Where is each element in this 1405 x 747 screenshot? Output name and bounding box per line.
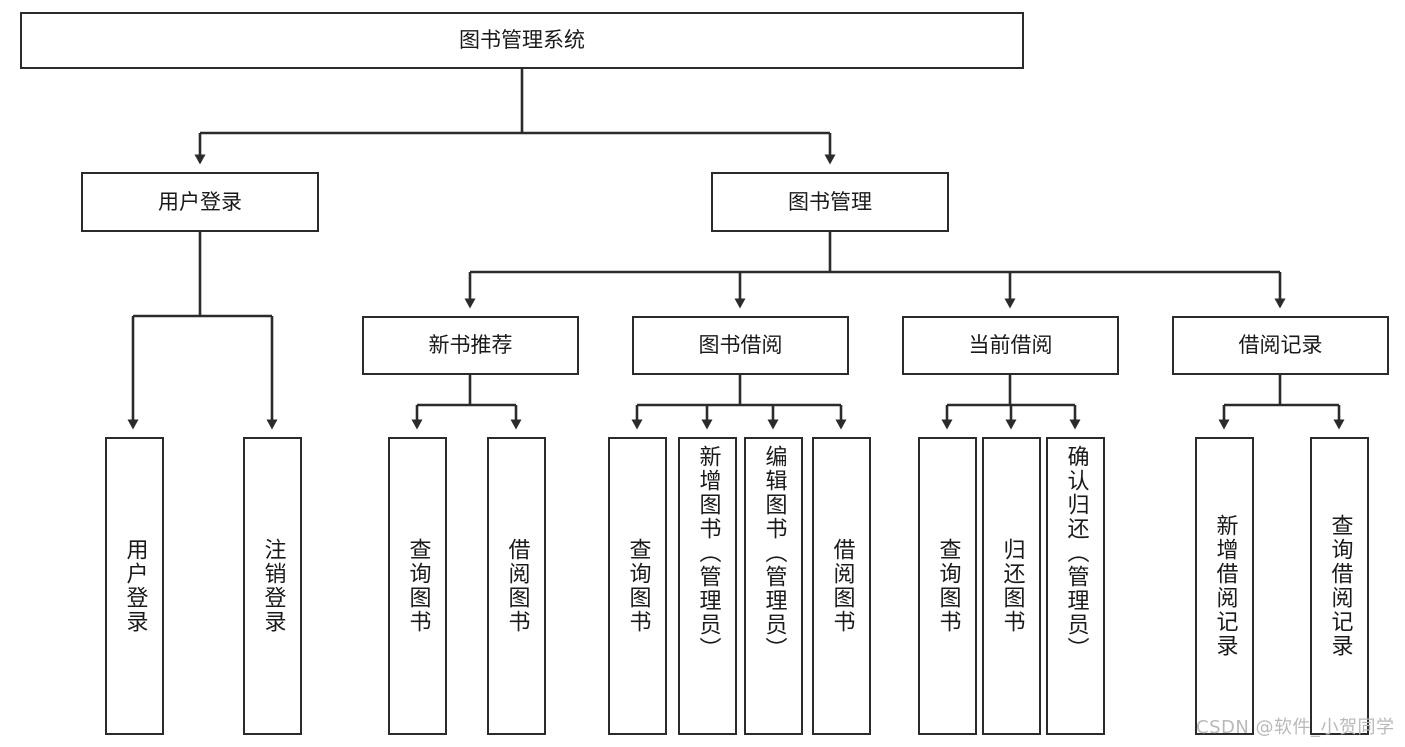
- node-leaf-user-login-label: 用户登录: [122, 538, 148, 634]
- node-leaf-query-book-cb-label: 查询图书: [935, 538, 961, 634]
- node-new-book-rec-label: 新书推荐: [428, 333, 513, 358]
- node-leaf-user-login[interactable]: 用户登录: [105, 437, 164, 735]
- node-leaf-return-book[interactable]: 归还图书: [982, 437, 1041, 735]
- node-new-book-rec[interactable]: 新书推荐: [362, 316, 579, 375]
- node-leaf-borrow-book-rec[interactable]: 借阅图书: [487, 437, 546, 735]
- node-leaf-add-book-label: 新增图书（管理员）: [695, 445, 721, 661]
- node-leaf-query-book-rec[interactable]: 查询图书: [388, 437, 447, 735]
- node-leaf-borrow-book-br-label: 借阅图书: [829, 538, 855, 634]
- node-leaf-add-record[interactable]: 新增借阅记录: [1195, 437, 1254, 735]
- node-book-manage-label: 图书管理: [788, 189, 872, 214]
- node-leaf-borrow-book-br[interactable]: 借阅图书: [812, 437, 871, 735]
- node-leaf-edit-book-label: 编辑图书（管理员）: [761, 445, 787, 661]
- node-leaf-query-record[interactable]: 查询借阅记录: [1310, 437, 1369, 735]
- node-book-borrow[interactable]: 图书借阅: [632, 316, 849, 375]
- node-current-borrow[interactable]: 当前借阅: [902, 316, 1119, 375]
- node-root-label: 图书管理系统: [459, 28, 585, 53]
- node-leaf-confirm-return[interactable]: 确认归还（管理员）: [1046, 437, 1105, 735]
- node-leaf-edit-book[interactable]: 编辑图书（管理员）: [744, 437, 803, 735]
- node-leaf-user-logout[interactable]: 注销登录: [243, 437, 302, 735]
- node-root[interactable]: 图书管理系统: [20, 12, 1024, 69]
- node-leaf-query-book-rec-label: 查询图书: [405, 538, 431, 634]
- node-user-login[interactable]: 用户登录: [81, 172, 319, 232]
- node-leaf-confirm-return-label: 确认归还（管理员）: [1063, 445, 1089, 661]
- node-borrow-record[interactable]: 借阅记录: [1172, 316, 1389, 375]
- watermark-text: CSDN @软件_小贺同学: [1196, 717, 1395, 738]
- node-leaf-query-book-cb[interactable]: 查询图书: [918, 437, 977, 735]
- node-leaf-add-book[interactable]: 新增图书（管理员）: [678, 437, 737, 735]
- node-book-manage[interactable]: 图书管理: [711, 172, 949, 232]
- node-leaf-user-logout-label: 注销登录: [260, 538, 286, 634]
- node-leaf-query-book-br[interactable]: 查询图书: [608, 437, 667, 735]
- node-user-login-label: 用户登录: [158, 189, 242, 214]
- node-leaf-query-record-label: 查询借阅记录: [1327, 514, 1353, 658]
- node-book-borrow-label: 图书借阅: [698, 333, 783, 358]
- node-current-borrow-label: 当前借阅: [968, 333, 1053, 358]
- node-leaf-add-record-label: 新增借阅记录: [1212, 514, 1238, 658]
- node-leaf-query-book-br-label: 查询图书: [625, 538, 651, 634]
- node-leaf-return-book-label: 归还图书: [999, 538, 1025, 634]
- node-borrow-record-label: 借阅记录: [1238, 333, 1323, 358]
- node-leaf-borrow-book-rec-label: 借阅图书: [504, 538, 530, 634]
